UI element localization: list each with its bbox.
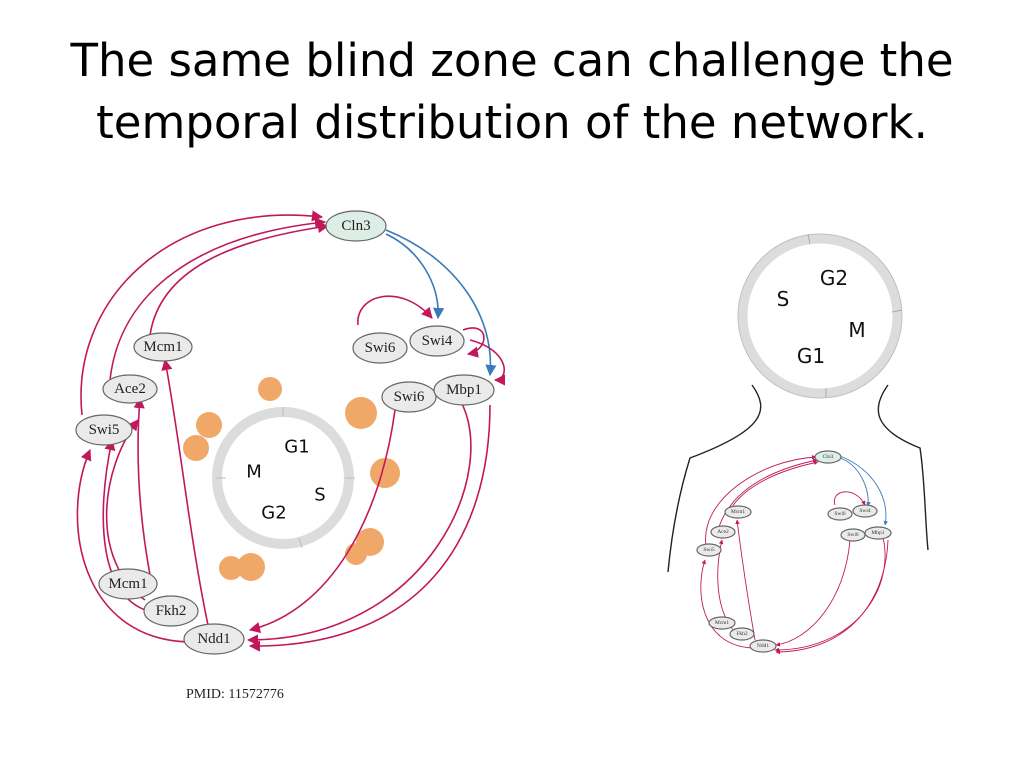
mini-node-ndd1: Ndd1: [749, 639, 777, 653]
mini-edge-cln3-swi4: [839, 457, 871, 507]
mini-edge-swi5-cln3: [705, 454, 817, 546]
node-cln3: Cln3: [325, 210, 387, 242]
edge-right-loop: [469, 339, 506, 386]
cell-blobs: [183, 377, 400, 581]
node-ndd1-label: Ndd1: [197, 631, 230, 647]
head-phase-g2: G2: [820, 266, 848, 290]
node-swi6-b: Swi6: [381, 381, 437, 413]
edge-cln3-mbp1: [385, 229, 497, 377]
node-ace2: Ace2: [102, 374, 158, 404]
edge-self-swi4: [462, 327, 485, 358]
head-phase-m: M: [848, 318, 865, 342]
edge-mbp1-ndd1: [248, 404, 491, 652]
phase-s: S: [314, 485, 325, 506]
node-swi5-label: Swi5: [89, 422, 120, 438]
mini-edge-swi4-ndd1: [774, 527, 886, 653]
body-outline: [877, 384, 929, 551]
edge-swi4-ndd1-inner: [248, 409, 396, 633]
mini-node-fkh2-label: Fkh2: [736, 631, 748, 637]
cell-cycle-ring: G1 S G2 M: [212, 407, 355, 549]
node-mbp1: Mbp1: [433, 374, 495, 406]
mini-edge-loop: [833, 491, 866, 506]
mini-node-swi6-a: Swi6: [827, 507, 853, 521]
mini-edge-inner: [775, 539, 851, 647]
mini-node-ndd1-label: Ndd1: [757, 643, 769, 649]
node-mcm1-bottom: Mcm1: [98, 568, 158, 600]
head-phase-g1: G1: [797, 344, 825, 368]
head-cycle-ring: G2 S M G1: [737, 233, 903, 399]
mini-node-ace2: Ace2: [710, 525, 736, 539]
phase-g1: G1: [284, 437, 309, 458]
edge-mcm1-cln3: [149, 221, 330, 336]
edge-loop-swi4: [357, 295, 433, 326]
mini-edge-cln3-mbp1: [839, 455, 888, 526]
left-network: G1 S G2 M: [75, 210, 506, 702]
mini-node-swi6-a-label: Swi6: [834, 511, 846, 517]
mini-node-mcm1-top: Mcm1: [724, 505, 752, 519]
mini-edge-mbp1-ndd1: [775, 539, 889, 655]
right-network: G2 S M G1 Cln3 Mcm1 Ace2: [667, 233, 929, 655]
node-mcm1-top-label: Mcm1: [143, 339, 182, 355]
node-mbp1-label: Mbp1: [446, 382, 482, 398]
node-swi6-b-label: Swi6: [394, 389, 425, 405]
slide-title: The same blind zone can challenge the te…: [70, 34, 954, 149]
mini-node-mcm1-bottom-label: Mcm1: [715, 620, 730, 626]
node-fkh2: Fkh2: [143, 595, 199, 627]
node-fkh2-label: Fkh2: [156, 603, 187, 619]
mini-edge-ndd1-swi5: [700, 559, 753, 649]
node-cln3-label: Cln3: [341, 218, 370, 234]
mini-edge-ace2-cln3: [717, 458, 818, 531]
edge-ndd1-swi5: [76, 448, 191, 643]
mini-node-cln3-label: Cln3: [823, 454, 834, 460]
mini-node-mcm1-bottom: Mcm1: [708, 616, 736, 630]
mini-node-swi4: Swi4: [852, 504, 878, 518]
edge-mcm1b-ace2: [133, 396, 151, 576]
mini-node-ace2-label: Ace2: [717, 529, 729, 535]
edge-swi5-cln3: [80, 210, 324, 416]
mini-node-fkh2: Fkh2: [729, 627, 755, 641]
mini-node-swi5: Swi5: [696, 543, 722, 557]
node-swi4: Swi4: [409, 325, 465, 357]
node-swi4-label: Swi4: [422, 333, 453, 349]
head-phase-s: S: [777, 287, 790, 311]
node-swi6-a-label: Swi6: [365, 340, 396, 356]
mini-node-mcm1-top-label: Mcm1: [731, 509, 746, 515]
node-ace2-label: Ace2: [114, 381, 146, 397]
body-outline-left: [667, 384, 762, 573]
mini-node-swi5-label: Swi5: [703, 547, 715, 553]
citation: PMID: 11572776: [186, 687, 284, 702]
mini-node-cln3: Cln3: [814, 450, 842, 464]
phase-m: M: [246, 462, 262, 483]
edge-ndd1-mcm1: [161, 358, 209, 626]
node-swi5: Swi5: [75, 414, 133, 446]
node-ndd1: Ndd1: [183, 623, 245, 655]
edge-swi4-ndd1: [246, 399, 472, 646]
mini-node-mbp1: Mbp1: [864, 526, 892, 540]
node-mcm1-bottom-label: Mcm1: [108, 576, 147, 592]
mini-edge-ndd1-mcm1: [735, 519, 756, 641]
mini-node-mbp1-label: Mbp1: [871, 530, 884, 536]
mini-node-swi6-b: Swi6: [840, 528, 866, 542]
mini-node-swi4-label: Swi4: [859, 508, 871, 514]
edge-cln3-swi4: [385, 233, 445, 320]
edge-ace2-cln3: [109, 217, 327, 381]
mini-edge-mcm1-cln3: [729, 460, 819, 511]
phase-g2: G2: [261, 503, 286, 524]
mini-node-swi6-b-label: Swi6: [847, 532, 859, 538]
node-swi6-a: Swi6: [352, 332, 408, 364]
node-mcm1-top: Mcm1: [133, 332, 193, 362]
edge-fkh2-swi5: [102, 438, 153, 613]
